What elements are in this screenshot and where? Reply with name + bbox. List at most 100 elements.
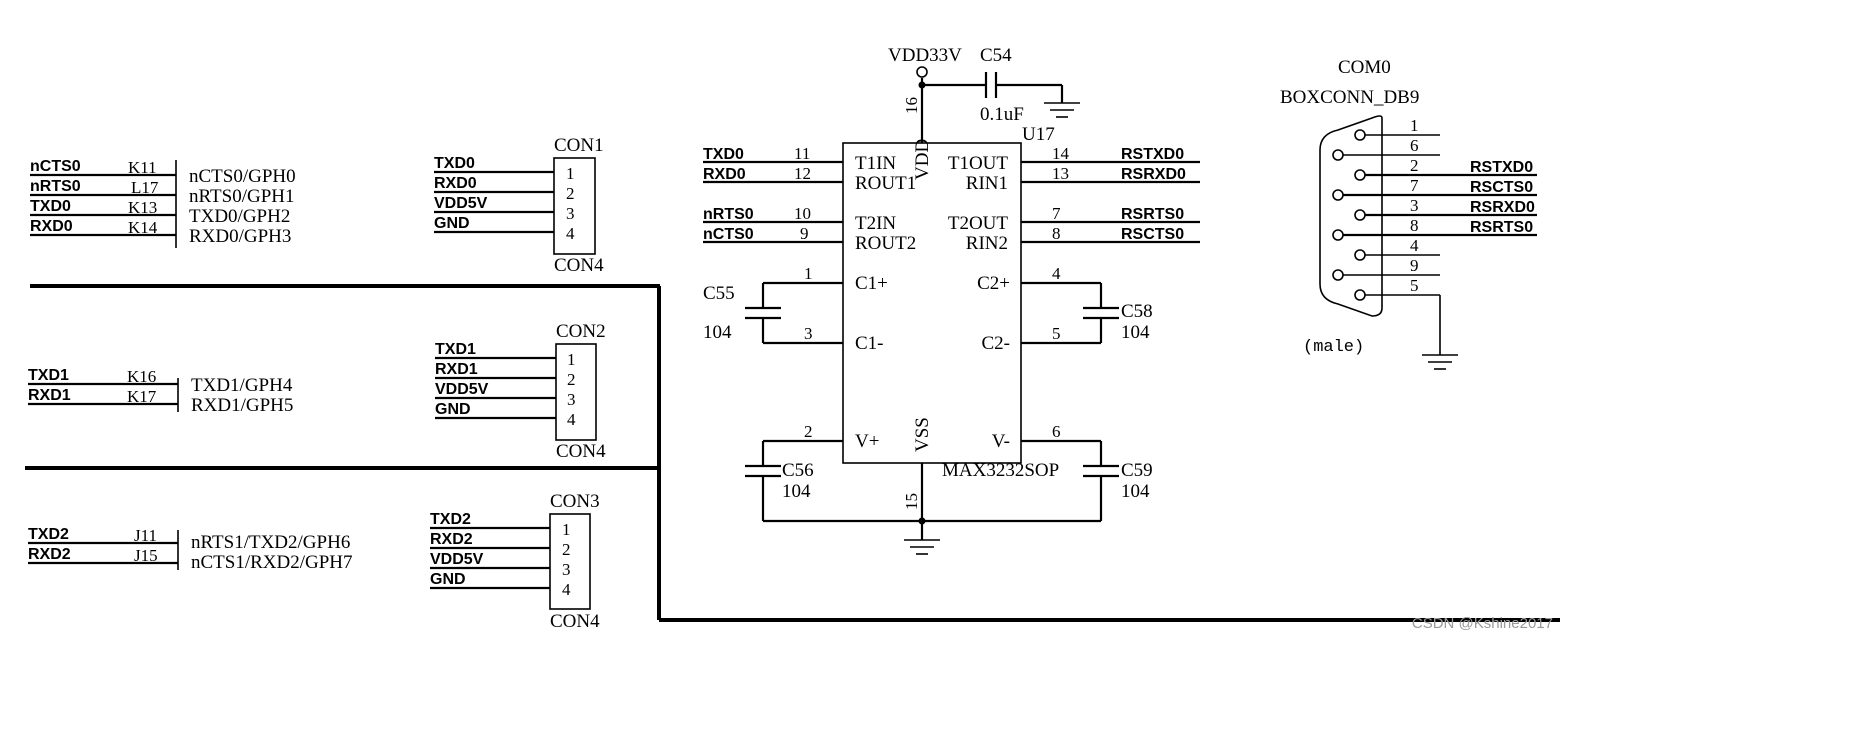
pin-name: T1IN <box>855 153 896 174</box>
connector-con1: CON1 TXD0 RXD0 VDD5V GND 1 2 3 4 CON4 <box>434 135 604 276</box>
db9-connector-com0: COM0 BOXCONN_DB9 1 6 2 7 3 8 <box>1280 57 1537 370</box>
connector-con3: CON3 TXD2 RXD2 VDD5V GND 1 2 3 4 CON4 <box>430 491 600 632</box>
pin-number: 1 <box>804 264 813 283</box>
pin-name: T2IN <box>855 213 896 234</box>
pin-function-label: TXD0/GPH2 <box>189 206 290 227</box>
pin-number: 1 <box>1410 116 1419 135</box>
uart0-pin-block: nCTS0 nRTS0 TXD0 RXD0 K11 L17 K13 K14 nC… <box>30 158 296 248</box>
pin-number: 4 <box>566 224 575 243</box>
capacitor-value: 104 <box>1121 481 1150 502</box>
pin-number: 5 <box>1410 276 1419 295</box>
pin-function-label: RXD0/GPH3 <box>189 226 291 247</box>
net-label: RXD2 <box>28 546 71 563</box>
net-label: nCTS0 <box>30 158 81 175</box>
ground-icon <box>1044 102 1080 118</box>
ic-ref: U17 <box>1022 124 1055 145</box>
pin-number: 1 <box>562 520 571 539</box>
connector-value: CON4 <box>550 611 600 632</box>
net-label: TXD0 <box>30 198 71 215</box>
pin-number: 5 <box>1052 324 1061 343</box>
ball-label: K16 <box>127 367 156 386</box>
ball-label: K14 <box>128 218 158 237</box>
pin-number: 2 <box>562 540 571 559</box>
capacitor-value: 104 <box>1121 322 1150 343</box>
net-label: RXD0 <box>434 175 477 192</box>
pin-number: 13 <box>1052 164 1069 183</box>
pin-function-label: nRTS1/TXD2/GPH6 <box>191 532 350 553</box>
capacitor-c55: C55 104 <box>703 283 781 343</box>
capacitor-ref: C54 <box>980 45 1012 66</box>
pin-number: 4 <box>562 580 571 599</box>
net-label: RSTXD0 <box>1470 159 1533 176</box>
net-label: RSRXD0 <box>1121 166 1186 183</box>
net-label: RXD1 <box>28 387 71 404</box>
capacitor-c56: C56 104 <box>745 441 1101 523</box>
pin-number: 4 <box>567 410 576 429</box>
net-label: RXD0 <box>703 166 746 183</box>
pin-number: 2 <box>567 370 576 389</box>
pin-number: 6 <box>1410 136 1419 155</box>
pin-name: VDD <box>912 139 933 180</box>
pin-name: VSS <box>912 417 933 452</box>
connector-ref: CON1 <box>554 135 604 156</box>
net-label: RSRXD0 <box>1470 199 1535 216</box>
pin-function-label: RXD1/GPH5 <box>191 395 293 416</box>
connector-part: BOXCONN_DB9 <box>1280 87 1419 108</box>
net-label: TXD1 <box>435 341 476 358</box>
connector-value: CON4 <box>554 255 604 276</box>
net-label: RSCTS0 <box>1121 226 1184 243</box>
pin-number: 14 <box>1052 144 1070 163</box>
pin-number: 3 <box>562 560 571 579</box>
pin-number: 8 <box>1052 224 1061 243</box>
net-label: GND <box>435 401 471 418</box>
pin-number: 6 <box>1052 422 1061 441</box>
net-label: RXD0 <box>30 218 73 235</box>
pin-number: 11 <box>794 144 810 163</box>
net-label: RXD1 <box>435 361 478 378</box>
pin-name: RIN2 <box>966 233 1008 254</box>
pin-number: 16 <box>902 97 921 114</box>
ic-part-number: MAX3232SOP <box>942 460 1059 481</box>
net-label: TXD2 <box>28 526 69 543</box>
pin-number: 4 <box>1052 264 1061 283</box>
pin-name: V+ <box>855 431 879 452</box>
pin-number: 1 <box>567 350 576 369</box>
pin-number: 3 <box>1410 196 1419 215</box>
net-label: nRTS0 <box>30 178 81 195</box>
pin-number: 8 <box>1410 216 1419 235</box>
pin-number: 10 <box>794 204 811 223</box>
pin-name: ROUT2 <box>855 233 916 254</box>
net-label: TXD0 <box>434 155 475 172</box>
pin-name: V- <box>992 431 1010 452</box>
pin-number: 2 <box>1410 156 1419 175</box>
ground-icon <box>904 539 940 555</box>
pin-number: 2 <box>566 184 575 203</box>
net-label: nRTS0 <box>703 206 754 223</box>
net-label: RSRTS0 <box>1121 206 1184 223</box>
net-label: TXD1 <box>28 367 69 384</box>
capacitor-value: 104 <box>703 322 732 343</box>
pin-function-label: nCTS1/RXD2/GPH7 <box>191 552 353 573</box>
ball-label: L17 <box>131 178 159 197</box>
connector-ref: COM0 <box>1338 57 1391 78</box>
pin-function-label: nCTS0/GPH0 <box>189 166 296 187</box>
connector-con2: CON2 TXD1 RXD1 VDD5V GND 1 2 3 4 CON4 <box>435 321 606 462</box>
pin-name: ROUT1 <box>855 173 916 194</box>
net-label: TXD0 <box>703 146 744 163</box>
pin-name: T1OUT <box>948 153 1009 174</box>
pin-name: C2- <box>982 333 1011 354</box>
pin-function-label: nRTS0/GPH1 <box>189 186 295 207</box>
pin-number: 4 <box>1410 236 1419 255</box>
pin-name: C1+ <box>855 273 888 294</box>
net-label: VDD5V <box>430 551 484 568</box>
net-label: VDD5V <box>434 195 488 212</box>
pin-number: 7 <box>1410 176 1419 195</box>
pin-number: 3 <box>566 204 575 223</box>
connector-gender-label: (male) <box>1303 338 1364 357</box>
capacitor-ref: C56 <box>782 460 814 481</box>
uart1-pin-block: TXD1 RXD1 K16 K17 TXD1/GPH4 RXD1/GPH5 <box>28 367 293 416</box>
capacitor-ref: C58 <box>1121 301 1153 322</box>
net-label: VDD5V <box>435 381 489 398</box>
capacitor-value: 104 <box>782 481 811 502</box>
